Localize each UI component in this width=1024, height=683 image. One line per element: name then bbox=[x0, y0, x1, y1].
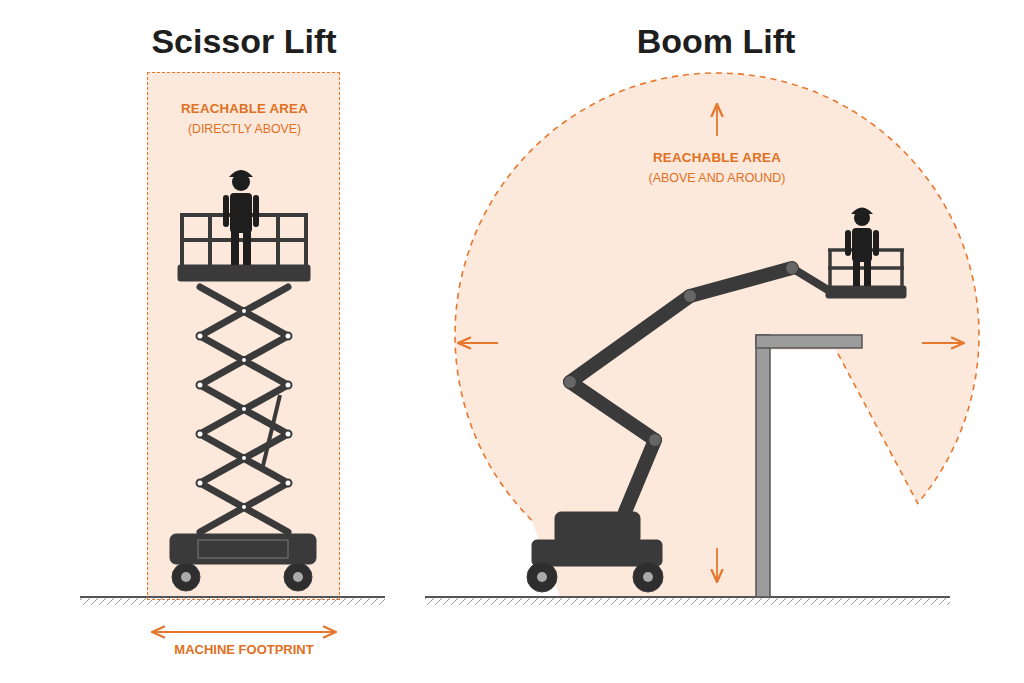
worker bbox=[223, 170, 259, 265]
dimension-arrow bbox=[152, 631, 336, 633]
reachable-area: REACHABLE AREA (DIRECTLY ABOVE) bbox=[147, 72, 340, 600]
wall bbox=[756, 335, 862, 597]
reach-fill bbox=[455, 73, 979, 597]
area-heading: REACHABLE AREA bbox=[148, 101, 341, 116]
area-subtitle: (DIRECTLY ABOVE) bbox=[148, 122, 341, 136]
heading: Scissor Lift bbox=[151, 22, 336, 61]
area-outline bbox=[455, 73, 979, 520]
ground-line bbox=[425, 596, 950, 598]
reach-fill bbox=[147, 72, 340, 598]
area-text: REACHABLE AREA (DIRECTLY ABOVE) bbox=[148, 101, 341, 136]
reachable-area: REACHABLE AREA (ABOVE AND AROUND) bbox=[440, 60, 1000, 620]
area-text: REACHABLE AREA (ABOVE AND AROUND) bbox=[597, 150, 837, 185]
dimension-label: MACHINE FOOTPRINT bbox=[171, 642, 316, 657]
heading: Boom Lift bbox=[637, 22, 796, 61]
scissor-lift bbox=[170, 215, 316, 591]
boom-lift bbox=[527, 250, 906, 592]
worker bbox=[845, 208, 879, 287]
area-heading: REACHABLE AREA bbox=[597, 150, 837, 165]
ground-hatch bbox=[425, 598, 950, 605]
area-outline bbox=[440, 60, 1000, 620]
direction-arrow bbox=[458, 104, 964, 582]
area-subtitle: (ABOVE AND AROUND) bbox=[597, 171, 837, 185]
